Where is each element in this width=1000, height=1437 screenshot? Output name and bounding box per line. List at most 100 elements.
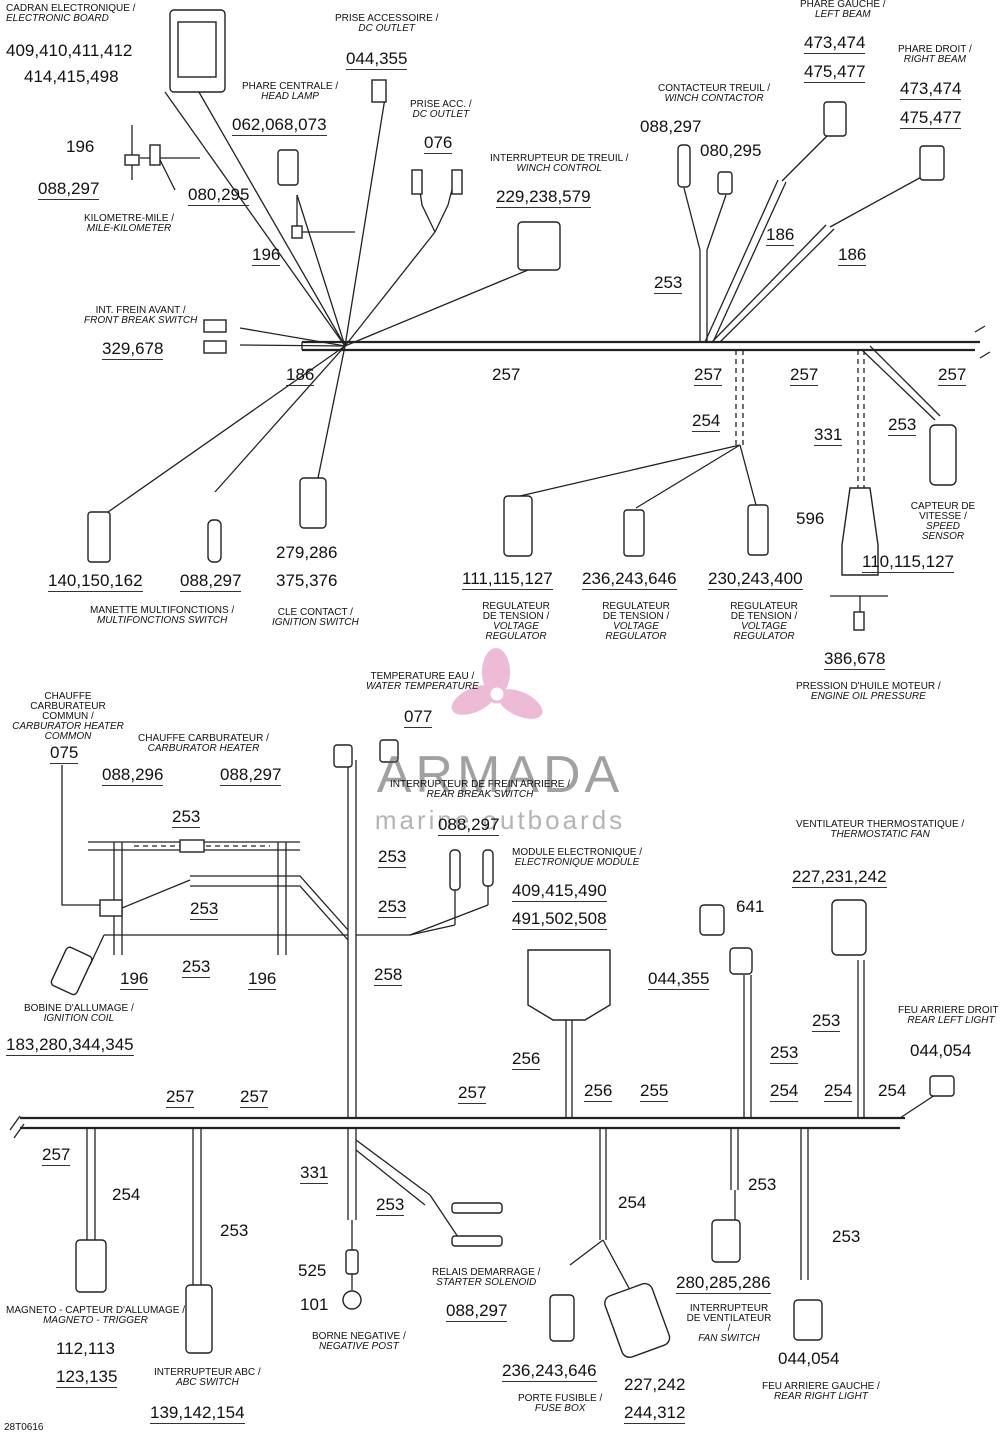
label-carb-heater: CHAUFFE CARBURATEUR / CARBURATOR HEATER [138,733,269,754]
num-starter-solenoid: 088,297 [446,1301,508,1322]
num-525: 525 [298,1261,327,1280]
label-starter-solenoid: RELAIS DEMARRAGE / STARTER SOLENOID [432,1267,541,1288]
label-magneto: MAGNETO - CAPTEUR D'ALLUMAGE / MAGNETO -… [6,1305,185,1326]
num-253-c4: 253 [378,897,407,918]
num-258: 258 [374,965,403,986]
num-speed-sensor: 110,115,127 [862,552,955,573]
num-253-v1: 253 [812,1011,841,1032]
num-253-fan-switch: 253 [748,1175,777,1194]
watermark-brand: ARMADA [376,746,624,804]
num-left-beam-a: 473,474 [804,33,866,54]
num-196-right: 196 [248,969,277,990]
label-head-lamp: PHARE CENTRALE / HEAD LAMP [242,81,339,102]
num-front-brake: 329,678 [102,339,164,360]
num-multifunction: 140,150,162 [48,571,143,592]
num-regulator-3: 230,243,400 [708,569,803,590]
num-253-speed: 253 [888,415,917,436]
label-speed-sensor: CAPTEUR DE VITESSE / SPEED SENSOR [910,501,976,542]
num-fuse-a: 236,243,646 [502,1361,597,1382]
num-254-a: 254 [770,1081,799,1102]
num-186-b: 186 [838,245,867,266]
label-dc-outlet-2: PRISE ACC. / DC OUTLET [410,99,472,120]
label-electronic-board: CADRAN ELECTRONIQUE / ELECTRONIC BOARD [6,3,136,24]
num-carb-heater-a: 088,296 [102,765,164,786]
num-080-295-km: 080,295 [188,185,250,206]
num-253-abc: 253 [220,1221,249,1240]
num-253-v2: 253 [770,1043,799,1064]
label-carb-heater-common: CHAUFFE CARBURATEUR COMMUN / CARBURATOR … [12,691,124,742]
label-rear-right-light: FEU ARRIERE GAUCHE / REAR RIGHT LIGHT [762,1381,880,1402]
num-186-main: 186 [286,365,315,386]
num-winch-control: 229,238,579 [496,187,591,208]
label-fuse-box: PORTE FUSIBLE / FUSE BOX [518,1393,603,1414]
num-044-355: 044,355 [648,969,710,990]
label-rear-brake: INTERRUPTEUR DE FREIN ARRIERE / REAR BRE… [390,779,571,800]
label-fan-switch: INTERRUPTEUR DE VENTILATEUR / FAN SWITCH [686,1303,772,1344]
num-101: 101 [300,1295,329,1314]
num-257-d: 257 [938,365,967,386]
num-196-mid: 196 [252,245,281,266]
watermark-tagline: marine outboards [374,805,626,835]
label-rear-left-light: FEU ARRIERE DROIT / REAR LEFT LIGHT [898,1005,1000,1026]
num-ignition-coil: 183,280,344,345 [6,1035,134,1056]
label-front-brake: INT. FREIN AVANT / FRONT BREAK SWITCH [84,305,198,326]
num-fuse-c: 244,312 [624,1403,686,1424]
num-256-a: 256 [512,1049,541,1070]
num-regulator-2: 236,243,646 [582,569,677,590]
label-module: MODULE ELECTRONIQUE / ELECTRONIQUE MODUL… [512,847,643,868]
label-negative-post: BORNE NEGATIVE / NEGATIVE POST [312,1331,406,1352]
num-thermostatic-fan: 227,231,242 [792,867,887,888]
num-fuse-b: 227,242 [624,1375,686,1394]
label-regulator-1: REGULATEUR DE TENSION / VOLTAGE REGULATO… [482,601,550,642]
num-water-temp: 077 [404,707,433,728]
num-088-297-km: 088,297 [38,179,100,200]
num-magneto-a: 112,113 [56,1339,115,1358]
num-196-left: 196 [120,969,149,990]
num-257-c: 257 [790,365,819,386]
label-dc-outlet: PRISE ACCESSOIRE / DC OUTLET [335,13,439,34]
bottom-parts [50,739,955,1359]
num-257-f: 257 [240,1087,269,1108]
num-right-beam-b: 475,477 [900,108,962,129]
label-thermostatic-fan: VENTILATEUR THERMOSTATIQUE / THERMOSTATI… [796,819,965,840]
num-253-c1: 253 [172,807,201,828]
num-253-c3: 253 [190,899,219,920]
armada-logo [451,648,543,719]
label-winch-control: INTERRUPTEUR DE TREUIL / WINCH CONTROL [490,153,629,174]
num-winch-contactor-a: 088,297 [640,117,702,136]
num-carb-heater-b: 088,297 [220,765,282,786]
num-254-magneto: 254 [112,1185,141,1204]
num-oil-pressure: 386,678 [824,649,886,670]
num-331-top: 331 [814,425,843,446]
num-254-fuse: 254 [618,1193,647,1212]
num-253-top: 253 [654,273,683,294]
num-596: 596 [796,509,825,528]
label-winch-contactor: CONTACTEUR TREUIL / WINCH CONTACTOR [658,83,771,104]
label-regulator-2: REGULATEUR DE TENSION / VOLTAGE REGULATO… [602,601,670,642]
num-abc-switch: 139,142,154 [150,1403,245,1424]
label-mile-kilometer: KILOMETRE-MILE / MILE-KILOMETER [84,213,175,234]
num-257-h: 257 [42,1145,71,1166]
num-255: 255 [640,1081,669,1102]
num-ignition-b: 375,376 [276,571,338,590]
num-186-a: 186 [766,225,795,246]
label-ignition-switch: CLE CONTACT / IGNITION SWITCH [272,607,359,628]
top-parts [87,9,957,631]
num-dc-outlet: 044,355 [346,49,408,70]
front-harness [107,79,991,620]
num-magneto-b: 123,135 [56,1367,118,1388]
label-water-temp: TEMPERATURE EAU / WATER TEMPERATURE [366,671,479,692]
num-fan-switch: 280,285,286 [676,1273,771,1294]
num-254-top: 254 [692,411,721,432]
num-carb-heater-common: 075 [50,743,79,764]
num-254-far: 254 [878,1081,907,1100]
num-256-b: 256 [584,1081,613,1102]
num-module-b: 491,502,508 [512,909,607,930]
num-dc-outlet-2: 076 [424,133,453,154]
num-641: 641 [736,897,765,916]
label-right-beam: PHARE DROIT / RIGHT BEAM [898,44,972,65]
num-rear-brake: 088,297 [438,815,500,836]
num-right-beam-a: 473,474 [900,79,962,100]
label-oil-pressure: PRESSION D'HUILE MOTEUR / ENGINE OIL PRE… [796,681,941,702]
